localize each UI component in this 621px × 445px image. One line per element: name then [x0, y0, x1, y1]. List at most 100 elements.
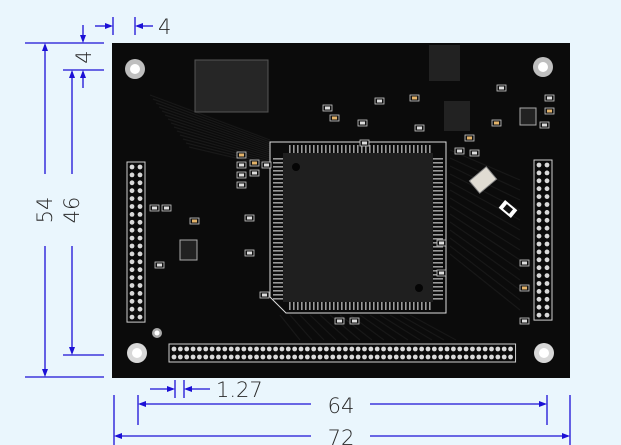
smd-pad — [522, 261, 527, 265]
chip-pin — [365, 302, 367, 310]
chip-pin — [273, 206, 283, 208]
smd-pad — [164, 206, 169, 210]
header-pin — [137, 196, 143, 202]
header-pin — [536, 289, 542, 294]
header-pin — [412, 354, 418, 360]
chip-pin — [385, 145, 387, 153]
chip-pin — [273, 254, 283, 256]
header-pin — [362, 354, 367, 360]
chip-pin — [357, 145, 359, 153]
hole-center — [130, 64, 140, 74]
chip-pin — [273, 278, 283, 280]
header-pin — [177, 354, 183, 360]
header-pin — [190, 346, 196, 352]
chip-marker — [415, 284, 423, 292]
crystal-oscillator — [468, 166, 498, 194]
trace — [449, 237, 521, 291]
chip-pin — [433, 186, 443, 188]
header-pin — [444, 354, 450, 360]
header-pin — [137, 298, 143, 304]
header-pin — [137, 180, 143, 186]
chip-pin — [405, 145, 407, 153]
hole-spacing-x-label: 64 — [328, 394, 355, 418]
smd-pad — [352, 319, 357, 323]
header-pin — [544, 194, 550, 200]
smd-pad — [494, 121, 499, 125]
smd-pad — [547, 96, 552, 100]
smd-pad — [439, 271, 444, 275]
header-pin — [203, 346, 209, 352]
chip-pin — [273, 158, 283, 160]
chip-pin — [273, 190, 283, 192]
header-pin — [336, 346, 342, 352]
chip-pin — [433, 230, 443, 232]
chip-pin — [433, 194, 443, 196]
chip-body — [283, 153, 433, 302]
smd-pad — [264, 163, 269, 167]
trace — [449, 253, 521, 311]
header-pin — [137, 219, 143, 225]
chip-pin — [377, 145, 379, 153]
header-pin — [419, 354, 425, 360]
header-pin — [129, 196, 135, 202]
trace — [449, 197, 521, 241]
trace — [399, 314, 445, 341]
header-pin — [260, 354, 266, 360]
chip-pin — [353, 145, 355, 153]
header-pin — [536, 178, 542, 184]
header-pin — [137, 235, 143, 241]
header-pin — [463, 354, 469, 360]
header-pin — [177, 346, 183, 352]
header-pin — [536, 312, 542, 318]
header-pin — [292, 354, 298, 360]
header-pin — [544, 312, 550, 318]
header-pin — [349, 346, 355, 352]
header-pin — [254, 354, 259, 360]
chip-pin — [317, 302, 319, 310]
right-pin-header — [533, 159, 553, 321]
chip-pin — [433, 234, 443, 236]
header-pin — [381, 354, 386, 360]
chip-pin — [433, 266, 443, 268]
trace — [158, 106, 271, 147]
chip-pin — [273, 282, 283, 284]
trace — [449, 205, 521, 251]
header-pin — [260, 346, 266, 352]
header-pin — [129, 172, 135, 178]
header-pin — [129, 235, 135, 241]
chip-pin — [337, 302, 339, 310]
header-pin — [285, 354, 291, 360]
header-pin — [129, 251, 135, 257]
chip-pin — [417, 145, 419, 153]
trace — [309, 314, 337, 341]
smd-pad — [467, 136, 472, 140]
chip-pin — [433, 214, 443, 216]
smd-pad — [239, 183, 244, 187]
header-pin — [544, 257, 550, 263]
smd-pad — [157, 263, 162, 267]
chip-pin — [393, 302, 395, 310]
smd-pad — [412, 96, 417, 100]
chip-pin — [313, 302, 315, 310]
smd-pad — [325, 106, 330, 110]
chip-pin — [433, 206, 443, 208]
trace — [449, 221, 521, 271]
header-pin — [536, 233, 542, 239]
header-pin — [536, 170, 542, 176]
chip-pin — [421, 145, 423, 153]
chip-pin — [433, 170, 443, 172]
chip-pin — [273, 222, 283, 224]
chip-pin — [273, 198, 283, 200]
chip-pin — [273, 286, 283, 288]
header-pin — [451, 354, 456, 360]
hole-center — [154, 330, 160, 336]
header-pin — [129, 243, 135, 249]
chip-pin — [273, 250, 283, 252]
chip-pin — [273, 210, 283, 212]
chip-pin — [325, 145, 327, 153]
trace — [449, 189, 521, 231]
chip-pin — [273, 178, 283, 180]
chip-pin — [273, 182, 283, 184]
small-ic — [179, 239, 198, 261]
